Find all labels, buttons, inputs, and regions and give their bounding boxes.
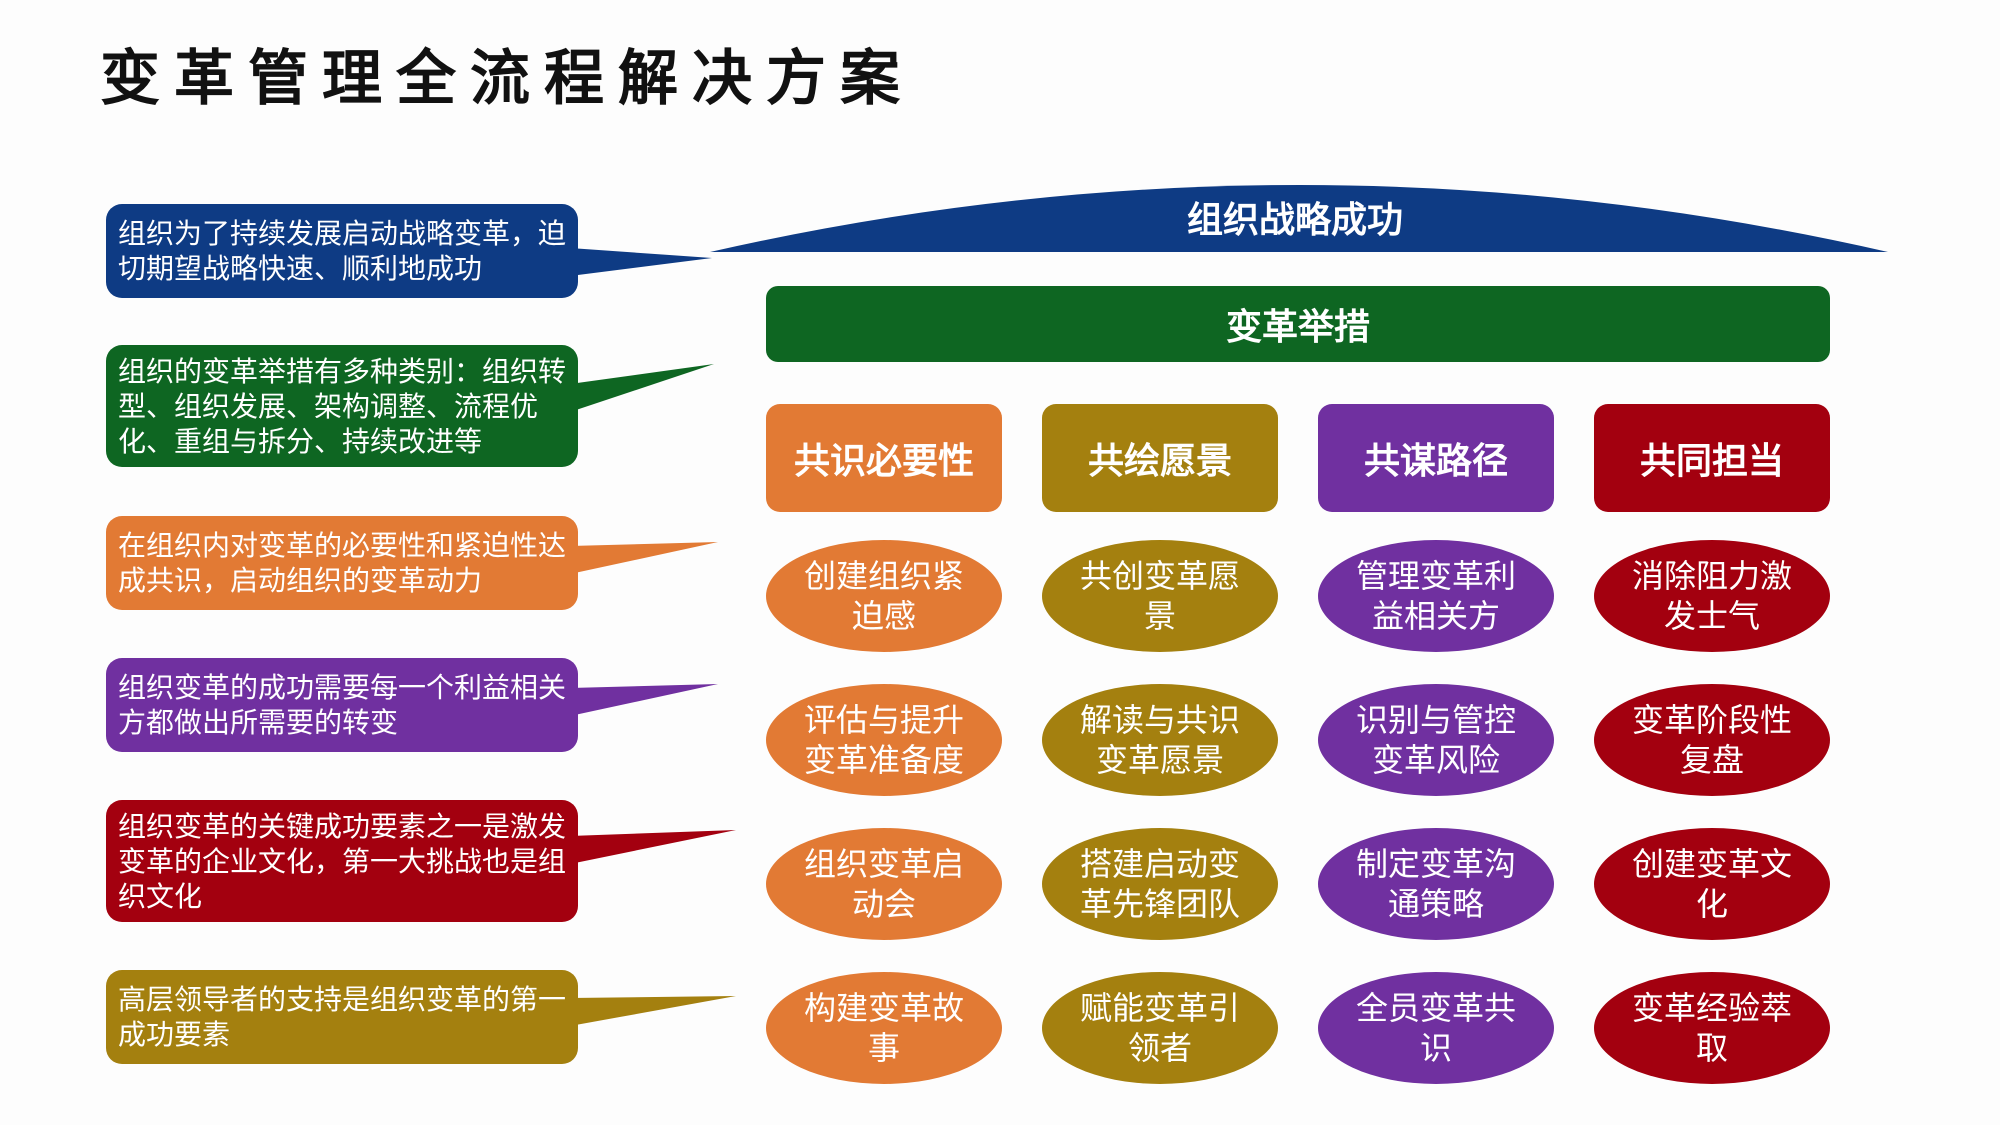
measure-item: 评估与提升变革准备度 (766, 684, 1002, 796)
measure-item-label: 搭建启动变革先锋团队 (1079, 845, 1240, 923)
change-measures-bar: 变革举措 (766, 286, 1830, 362)
callout-box: 组织的变革举措有多种类别：组织转型、组织发展、架构调整、流程优化、重组与拆分、持… (106, 345, 578, 467)
measure-item: 变革阶段性复盘 (1594, 684, 1830, 796)
callout-text: 在组织内对变革的必要性和紧迫性达成共识，启动组织的变革动力 (118, 529, 567, 597)
column-header: 共识必要性 (766, 404, 1002, 512)
callout-text: 组织为了持续发展启动战略变革，迫切期望战略快速、顺利地成功 (118, 217, 567, 285)
measure-item: 共创变革愿景 (1042, 540, 1278, 652)
column-header: 共谋路径 (1318, 404, 1554, 512)
measure-item-label: 创建变革文化 (1631, 845, 1792, 923)
callout-box: 在组织内对变革的必要性和紧迫性达成共识，启动组织的变革动力 (106, 516, 578, 610)
callout-pointer (570, 684, 718, 716)
measure-item: 组织变革启动会 (766, 828, 1002, 940)
measure-item: 解读与共识变革愿景 (1042, 684, 1278, 796)
measure-item-label: 赋能变革引领者 (1079, 989, 1240, 1067)
measure-item-label: 管理变革利益相关方 (1355, 557, 1516, 635)
callout-text: 组织变革的关键成功要素之一是激发变革的企业文化，第一大挑战也是组织文化 (118, 809, 567, 913)
callout-pointer (570, 364, 714, 412)
measure-item-label: 识别与管控变革风险 (1355, 701, 1516, 779)
measure-item: 创建变革文化 (1594, 828, 1830, 940)
measure-item-label: 创建组织紧迫感 (803, 557, 964, 635)
callout-box: 组织为了持续发展启动战略变革，迫切期望战略快速、顺利地成功 (106, 204, 578, 298)
strategy-arc-label: 组织战略成功 (1186, 200, 1403, 241)
measure-item: 搭建启动变革先锋团队 (1042, 828, 1278, 940)
callout-text: 组织的变革举措有多种类别：组织转型、组织发展、架构调整、流程优化、重组与拆分、持… (118, 354, 567, 458)
measure-item-label: 变革阶段性复盘 (1631, 701, 1792, 779)
measure-item-label: 共创变革愿景 (1079, 557, 1240, 635)
page-title: 变革管理全流程解决方案 (100, 44, 914, 114)
measure-item-label: 组织变革启动会 (803, 845, 964, 923)
column-header: 共绘愿景 (1042, 404, 1278, 512)
measure-item: 全员变革共识 (1318, 972, 1554, 1084)
callout-pointer (570, 542, 718, 574)
measure-item: 构建变革故事 (766, 972, 1002, 1084)
callout-pointer (570, 996, 736, 1026)
measure-item: 创建组织紧迫感 (766, 540, 1002, 652)
measure-item-label: 全员变革共识 (1355, 989, 1516, 1067)
callout-pointer (570, 830, 736, 864)
measure-item: 管理变革利益相关方 (1318, 540, 1554, 652)
measure-item-label: 消除阻力激发士气 (1631, 557, 1792, 635)
callout-box: 高层领导者的支持是组织变革的第一成功要素 (106, 970, 578, 1064)
callout-box: 组织变革的关键成功要素之一是激发变革的企业文化，第一大挑战也是组织文化 (106, 800, 578, 922)
measure-item: 识别与管控变革风险 (1318, 684, 1554, 796)
callout-text: 组织变革的成功需要每一个利益相关方都做出所需要的转变 (118, 671, 567, 739)
measure-item: 变革经验萃取 (1594, 972, 1830, 1084)
strategy-arc (710, 185, 1888, 252)
measure-item-label: 变革经验萃取 (1631, 989, 1792, 1067)
measure-item: 消除阻力激发士气 (1594, 540, 1830, 652)
column-header: 共同担当 (1594, 404, 1830, 512)
measure-item: 制定变革沟通策略 (1318, 828, 1554, 940)
measure-item-label: 构建变革故事 (803, 989, 964, 1067)
measure-item-label: 制定变革沟通策略 (1355, 845, 1516, 923)
callout-text: 高层领导者的支持是组织变革的第一成功要素 (118, 983, 567, 1051)
callout-pointer (570, 248, 712, 276)
callout-box: 组织变革的成功需要每一个利益相关方都做出所需要的转变 (106, 658, 578, 752)
measure-item: 赋能变革引领者 (1042, 972, 1278, 1084)
measure-item-label: 解读与共识变革愿景 (1079, 701, 1240, 779)
measure-item-label: 评估与提升变革准备度 (803, 701, 964, 779)
